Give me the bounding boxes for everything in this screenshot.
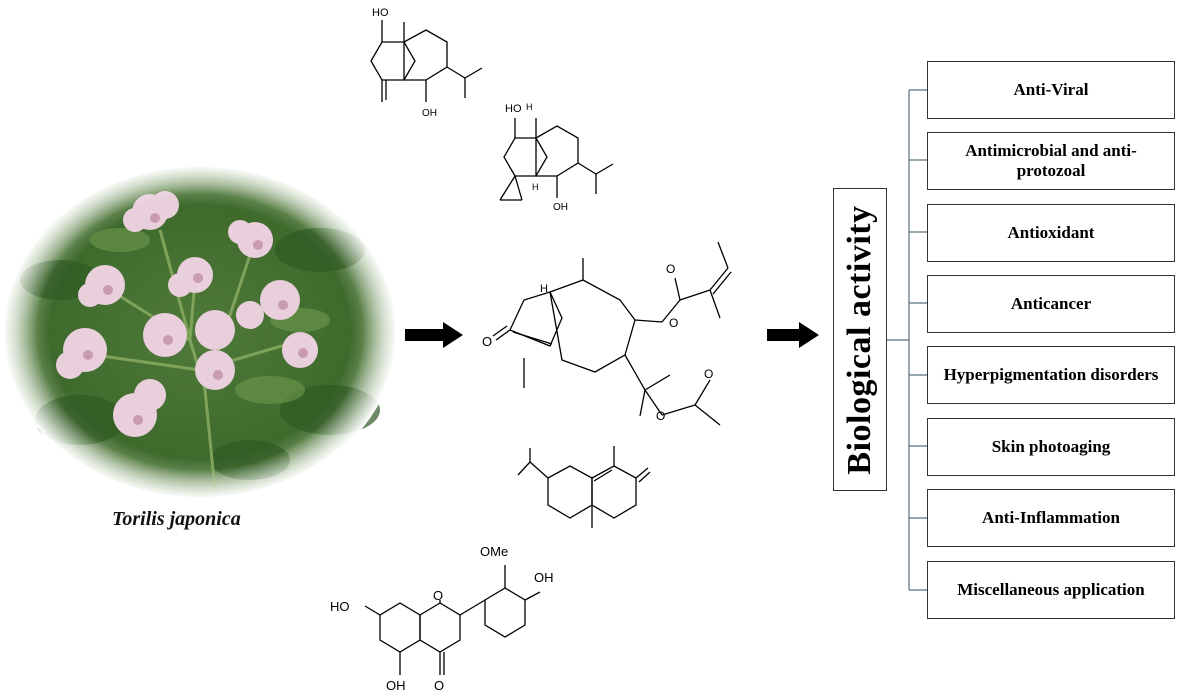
label-ho-b: HO: [505, 103, 522, 115]
label-o-ring: O: [433, 588, 443, 603]
bracket-connector: [887, 89, 927, 591]
arrow-right-icon: [767, 322, 819, 348]
label-oh-flav2: OH: [386, 678, 406, 693]
label-h-b1: H: [526, 102, 533, 112]
biological-activity-text: Biological activity: [841, 204, 878, 475]
activity-box-anti-inflammation: Anti-Inflammation: [927, 489, 1175, 547]
structure-b: [499, 118, 614, 201]
chemical-structures: HO OH HO H H OH O H: [330, 7, 732, 693]
label-oh-b: OH: [553, 202, 568, 213]
activity-box-antiviral: Anti-Viral: [927, 61, 1175, 119]
label-o-ester2-carbonyl: O: [704, 367, 713, 381]
label-o-ester2: O: [656, 409, 665, 423]
plant-name-caption: Torilis japonica: [112, 508, 241, 530]
activity-box-skin-photoaging: Skin photoaging: [927, 418, 1175, 476]
label-o-flav-carbonyl: O: [434, 678, 444, 693]
label-oh-flav1: OH: [534, 570, 554, 585]
label-o-ketone: O: [482, 334, 492, 349]
activity-box-antimicrobial: Antimicrobial and anti-protozoal: [927, 132, 1175, 190]
plant-photo: [2, 164, 398, 500]
activity-box-miscellaneous: Miscellaneous application: [927, 561, 1175, 619]
label-o-ester1-carbonyl: O: [666, 262, 675, 276]
label-ho-a: HO: [372, 7, 389, 19]
activity-box-antioxidant: Antioxidant: [927, 204, 1175, 262]
structure-d: [517, 446, 651, 528]
arrow-right-icon: [405, 322, 463, 348]
activity-box-hyperpigmentation: Hyperpigmentation disorders: [927, 346, 1175, 404]
structure-c: [492, 241, 732, 426]
structure-e: [364, 565, 541, 675]
biological-activity-label: Biological activity: [833, 188, 887, 491]
label-oh-a: OH: [422, 108, 437, 119]
label-ome: OMe: [480, 544, 508, 559]
label-ho-flav: HO: [330, 599, 350, 614]
label-h-c: H: [540, 283, 548, 295]
activity-box-anticancer: Anticancer: [927, 275, 1175, 333]
label-h-b2: H: [532, 182, 539, 192]
label-o-ester1: O: [669, 316, 678, 330]
structure-a: [370, 20, 483, 102]
